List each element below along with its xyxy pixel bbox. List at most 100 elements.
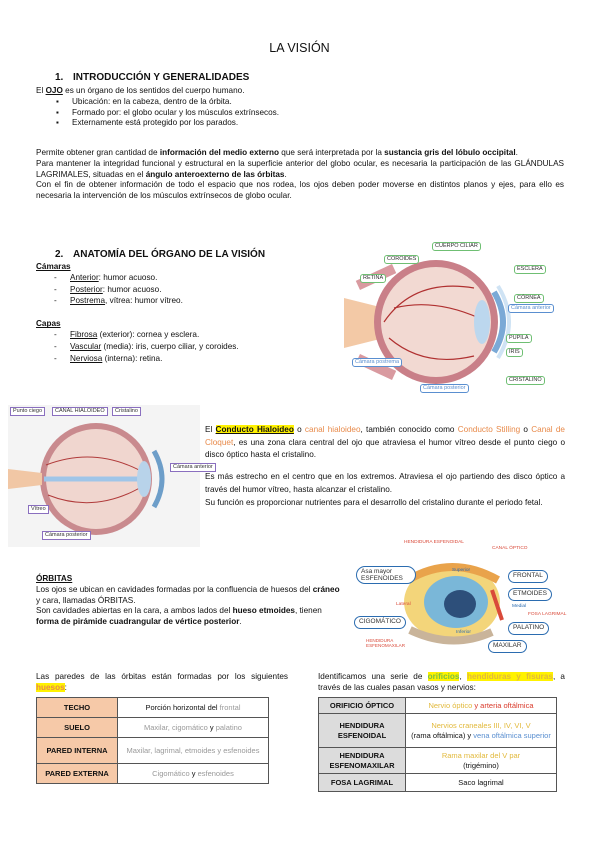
table-cell-key: HENDIDURA ESFENOMAXILAR [318,747,406,774]
label-canal-hialoideo: CANAL HIALOIDEO [52,407,108,417]
label-camara-anterior-fig: Cámara anterior [170,463,216,473]
label-frontal: FRONTAL [508,570,548,583]
label-cuerpo-ciliar: CUERPO CILIAR [432,242,481,252]
camaras-list: Anterior: humor acuoso. Posterior: humor… [52,273,326,307]
capas-heading: Capas [36,319,61,329]
table-cell-key: FOSA LAGRIMAL [318,773,406,792]
hyaloid-paragraph-1: El Conducto Hialoideo o canal hialoideo,… [205,425,565,460]
hyaloid-canal-figure: Punto ciego CANAL HIALOIDEO Cristalino C… [8,405,216,547]
orbit-illustration [404,563,504,645]
orbitas-section: ÓRBITAS Los ojos se ubican en cavidades … [36,574,341,628]
holes-table: ORIFICIO ÓPTICO Nervio óptico y arteria … [318,697,557,792]
label-inferior: Inferior [456,630,471,635]
label-maxilar: MAXILAR [488,640,527,653]
orbit-bones-figure: HENDIDURA ESFENOIDAL CANAL ÓPTICO Asa ma… [352,540,568,658]
table-cell-key: PARED INTERNA [36,737,118,764]
list-item: Vascular (media): iris, cuerpo ciliar, y… [52,342,326,353]
table-cell-key: TECHO [36,697,118,718]
label-canal-optico: CANAL ÓPTICO [492,546,528,551]
holes-intro: Identificamos una serie de orificios, he… [318,672,565,692]
page-title: LA VISIÓN [269,41,330,55]
orbitas-paragraph-2: Son cavidades abiertas en la cara, a amb… [36,606,322,627]
label-coroides: COROIDES [384,255,420,265]
label-fosa-lagrimal: FOSA LAGRIMAL [528,612,567,617]
table-cell-value: Rama maxilar del V par(trigémino) [405,747,557,774]
label-esclera: ESCLERA [514,265,546,275]
section-1-heading: 1. INTRODUCCIÓN Y GENERALIDADES [55,71,249,84]
label-superior: Superior [452,568,471,573]
label-cigomatico: CIGOMÁTICO [354,616,406,629]
section-2-number: 2. [55,249,64,260]
hyaloid-eye-illustration [8,405,200,547]
label-cristalino: CRISTALINO [506,376,545,386]
label-retina: RETINA [360,274,387,284]
section-1-title: INTRODUCCIÓN Y GENERALIDADES [73,72,250,83]
table-row: TECHO Porción horizontal del frontal [36,697,269,718]
label-punto-ciego: Punto ciego [10,407,46,417]
label-iris: IRIS [506,348,523,358]
table-row: PARED EXTERNA Cigomático y esfenoides [36,763,269,784]
table-cell-value: Porción horizontal del frontal [117,697,269,718]
list-item: Anterior: humor acuoso. [52,273,326,284]
table-row: ORIFICIO ÓPTICO Nervio óptico y arteria … [318,697,557,714]
section-1-paragraphs: Permite obtener gran cantidad de informa… [36,148,564,202]
table-cell-value: Maxilar, lagrimal, etmoides y esfenoides [117,737,269,764]
table-cell-value: Nervios craneales III, IV, VI, V(rama of… [405,713,557,748]
table-row: PARED INTERNA Maxilar, lagrimal, etmoide… [36,737,269,764]
label-camara-postrema: Cámara postrema [352,358,403,368]
label-vitreo: Vítreo [28,505,49,515]
paragraph-info: Permite obtener gran cantidad de informa… [36,148,518,157]
list-item: Formado por: el globo ocular y los múscu… [54,108,566,119]
table-row: FOSA LAGRIMAL Saco lagrimal [318,773,557,792]
label-asa-mayor: Asa mayor ESFENOIDES [356,566,416,585]
intro-bullet-list: Ubicación: en la cabeza, dentro de la ór… [54,97,566,129]
label-etmoides: ETMOIDES [508,588,552,601]
table-row: HENDIDURA ESFENOIDAL Nervios craneales I… [318,713,557,748]
orbitas-paragraph-1: Los ojos se ubican en cavidades formadas… [36,584,340,605]
intro-text: El OJO es un órgano de los sentidos del … [36,86,245,95]
label-medial: Medial [512,604,527,609]
label-lateral: Lateral [396,602,411,607]
label-camara-anterior: Cámara anterior [508,304,554,314]
label-camara-posterior-fig: Cámara posterior [42,531,91,541]
list-item: Ubicación: en la cabeza, dentro de la ór… [54,97,566,108]
hyaloid-description: El Conducto Hialoideo o canal hialoideo,… [205,424,565,509]
table-cell-value: Saco lagrimal [405,773,557,792]
table-cell-key: HENDIDURA ESFENOIDAL [318,713,406,748]
section-2-title: ANATOMÍA DEL ÓRGANO DE LA VISIÓN [73,249,266,260]
hyaloid-paragraph-3: Su función es proporcionar nutrientes pa… [205,497,543,507]
label-camara-posterior: Cámara posterior [420,384,469,394]
table-cell-key: ORIFICIO ÓPTICO [318,697,406,714]
label-palatino: PALATINO [508,622,550,635]
label-hendidura-esfenomaxilar: HENDIDURA ESFENOMAXILAR [366,638,406,649]
table-row: HENDIDURA ESFENOMAXILAR Rama maxilar del… [318,747,557,774]
label-cristalino-fig: Cristalino [112,407,141,417]
section-1-number: 1. [55,72,64,83]
table-row: SUELO Maxilar, cigomático y palatino [36,717,269,738]
section-1-body: El OJO es un órgano de los sentidos del … [36,86,566,129]
list-item: Externamente está protegido por los para… [54,118,566,129]
table-cell-key: SUELO [36,717,118,738]
hyaloid-paragraph-2: Es más estrecho en el centro que en los … [205,472,565,494]
capas-list: Fibrosa (exterior): cornea y esclera. Va… [52,330,326,364]
paragraph-glandulas: Para mantener la integridad funcional y … [36,158,564,179]
list-item: Fibrosa (exterior): cornea y esclera. [52,330,326,341]
table-cell-value: Nervio óptico y arteria oftálmica [405,697,557,714]
table-cell-value: Maxilar, cigomático y palatino [117,717,269,738]
label-pupila: PUPILA [506,334,532,344]
anatomy-lists: Cámaras Anterior: humor acuoso. Posterio… [36,262,326,366]
list-item: Nerviosa (interna): retina. [52,354,326,365]
camaras-heading: Cámaras [36,262,71,271]
eye-anatomy-figure: COROIDES CUERPO CILIAR RETINA ESCLERA CÓ… [344,238,566,398]
eye-cross-section-illustration [344,260,511,384]
list-item: Postrema, vítrea: humor vítreo. [52,296,326,307]
walls-intro: Las paredes de las órbitas están formada… [36,672,288,692]
paragraph-movimiento: Con el fin de obtener información de tod… [36,180,564,201]
table-cell-key: PARED EXTERNA [36,763,118,784]
label-cornea: CÓRNEA [514,294,544,304]
section-2-heading: 2. ANATOMÍA DEL ÓRGANO DE LA VISIÓN [55,248,265,261]
walls-table: TECHO Porción horizontal del frontal SUE… [36,697,269,784]
label-hendidura-esfenoidal: HENDIDURA ESFENOIDAL [404,540,464,545]
orbitas-heading: ÓRBITAS [36,574,73,583]
table-cell-value: Cigomático y esfenoides [117,763,269,784]
